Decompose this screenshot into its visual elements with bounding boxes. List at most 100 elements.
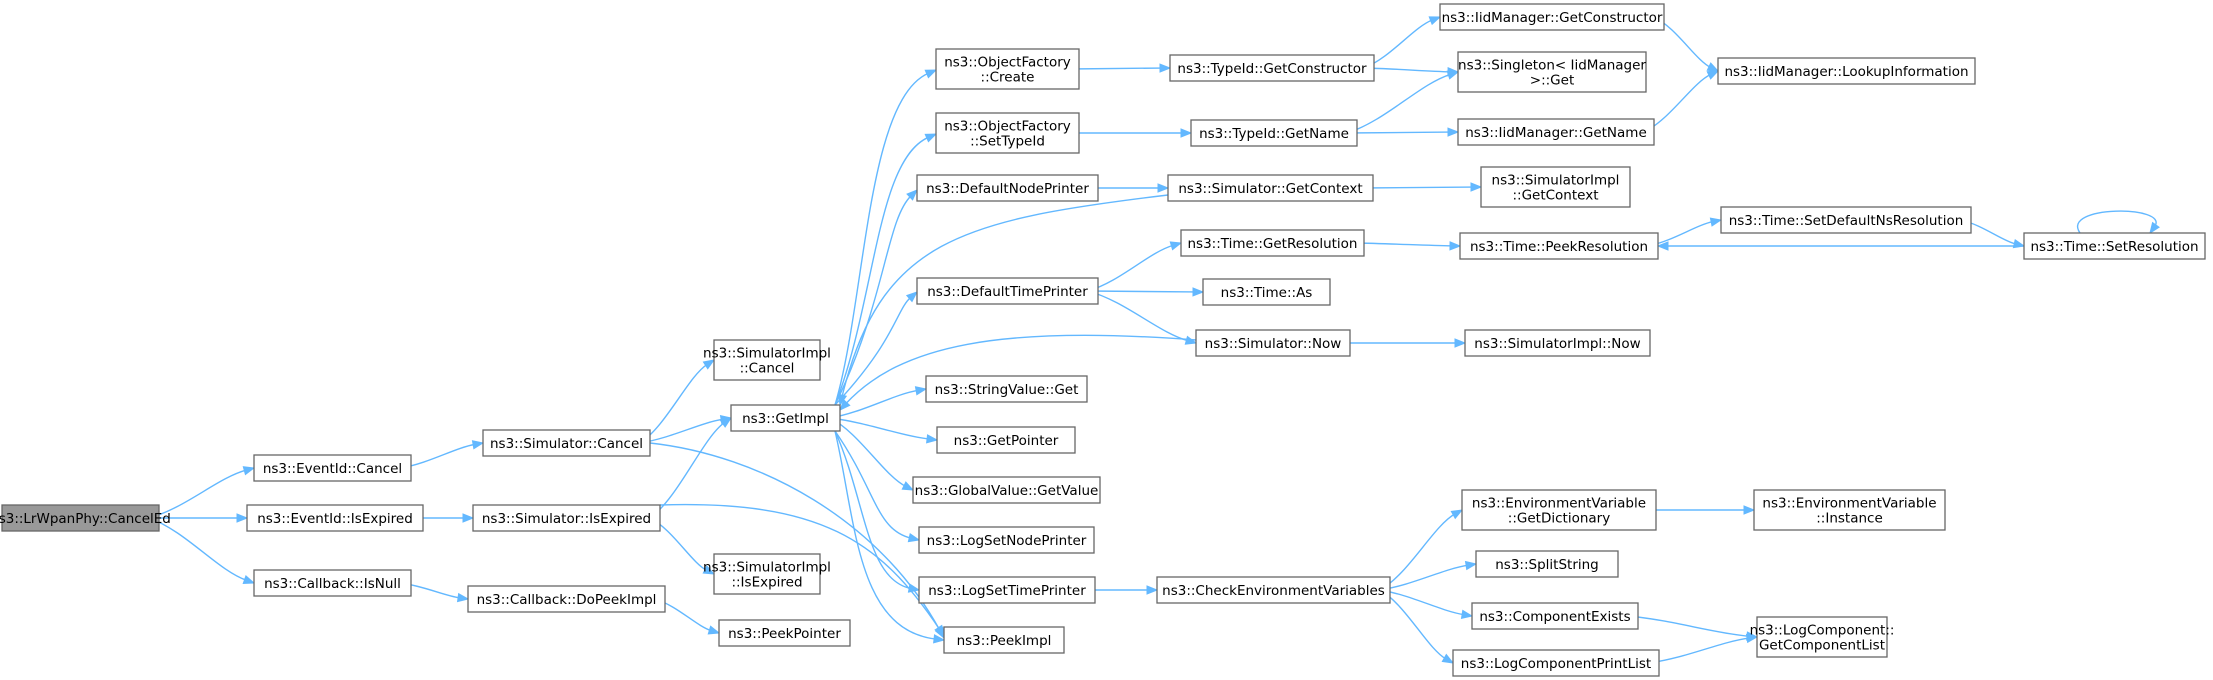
call-edge-line <box>1087 244 1174 292</box>
graph-node-ns3-environmentvariable-instance[interactable]: ns3::EnvironmentVariable::Instance <box>1753 489 1946 531</box>
call-edge-arrowhead <box>1743 505 1756 515</box>
call-edge-line <box>834 195 912 406</box>
call-edge-line <box>844 334 1197 405</box>
graph-node-ns3-getpointer[interactable]: ns3::GetPointer <box>936 426 1076 454</box>
call-edge-timepeek-to-timesetdef <box>1647 217 1723 247</box>
graph-node-ns3-globalvalue-getvalue[interactable]: ns3::GlobalValue::GetValue <box>912 476 1101 504</box>
call-edge-arrowhead <box>907 583 921 593</box>
graph-node-ns3-objectfactory-create[interactable]: ns3::ObjectFactory::Create <box>935 48 1080 90</box>
graph-node-ns3-logsetnodeprinter[interactable]: ns3::LogSetNodePrinter <box>918 526 1095 554</box>
graph-node-ns3-simulator-isexpired[interactable]: ns3::Simulator::IsExpired <box>472 504 661 532</box>
graph-node-ns3-lrwpanphy-canceled[interactable]: ns3::LrWpanPhy::CancelEd <box>0 504 171 532</box>
call-edge-line <box>834 430 912 539</box>
graph-node-ns3-checkenvironmentvariables[interactable]: ns3::CheckEnvironmentVariables <box>1156 576 1391 604</box>
graph-node-ns3-typeid-getconstructor[interactable]: ns3::TypeId::GetConstructor <box>1169 54 1375 82</box>
graph-node-ns3-peekpointer[interactable]: ns3::PeekPointer <box>718 619 851 647</box>
call-edge-getimpl-to-ofsettype <box>834 133 938 406</box>
graph-node-label: ns3::Simulator::Cancel <box>490 436 643 452</box>
graph-node-box <box>912 476 1101 504</box>
graph-node-box <box>467 585 666 613</box>
graph-node-box <box>1167 174 1374 202</box>
graph-node-ns3-time-setdefaultnsresolution[interactable]: ns3::Time::SetDefaultNsResolution <box>1720 206 1972 234</box>
graph-node-label: ns3::LogSetTimePrinter <box>928 583 1086 599</box>
call-edge-arrowhead <box>1441 653 1455 664</box>
graph-node-label: ns3::IidManager::GetConstructor <box>1442 10 1663 26</box>
graph-node-box <box>936 426 1076 454</box>
graph-node-box <box>1464 329 1651 357</box>
graph-node-ns3-simulatorimpl-getcontext[interactable]: ns3::SimulatorImpl::GetContext <box>1480 166 1631 208</box>
call-edge-arrowhead <box>456 592 470 603</box>
graph-node-ns3-typeid-getname[interactable]: ns3::TypeId::GetName <box>1190 119 1358 147</box>
graph-node-ns3-simulator-cancel[interactable]: ns3::Simulator::Cancel <box>482 429 651 457</box>
call-edge-getimpl-to-ofcreate <box>834 69 938 406</box>
call-edge-line <box>1087 290 1189 342</box>
graph-node-ns3-defaultnodeprinter[interactable]: ns3::DefaultNodePrinter <box>916 174 1099 202</box>
graph-node-label: ns3::EventId::Cancel <box>263 461 402 477</box>
graph-node-ns3-singleton-iidmanager-get[interactable]: ns3::Singleton< IidManager >::Get <box>1457 51 1647 93</box>
graph-node-ns3-simulatorimpl-cancel[interactable]: ns3::SimulatorImpl::Cancel <box>703 339 831 381</box>
call-edge-tidctor-to-iidctor <box>1363 16 1442 69</box>
graph-node-box <box>918 526 1095 554</box>
call-edge-line <box>2076 210 2157 234</box>
call-edge-line <box>834 296 912 406</box>
call-edge-arrowhead <box>1146 585 1159 595</box>
graph-node-ns3-callback-isnull[interactable]: ns3::Callback::IsNull <box>253 569 412 597</box>
graph-node-label: ns3::EnvironmentVariable <box>1762 496 1936 512</box>
graph-node-box <box>1202 278 1331 306</box>
graph-node-ns3-eventid-cancel[interactable]: ns3::EventId::Cancel <box>253 454 412 482</box>
graph-node-box <box>1461 489 1657 531</box>
graph-node-ns3-logsettimeprinter[interactable]: ns3::LogSetTimePrinter <box>918 576 1096 604</box>
graph-node-ns3-callback-dopeekimpl[interactable]: ns3::Callback::DoPeekImpl <box>467 585 666 613</box>
graph-node-box <box>1480 166 1631 208</box>
graph-node-ns3-eventid-isexpired[interactable]: ns3::EventId::IsExpired <box>246 504 424 532</box>
graph-node-ns3-componentexists[interactable]: ns3::ComponentExists <box>1471 602 1639 630</box>
graph-node-ns3-time-as[interactable]: ns3::Time::As <box>1202 278 1331 306</box>
graph-node-ns3-time-setresolution[interactable]: ns3::Time::SetResolution <box>2023 232 2206 260</box>
graph-node-box <box>1720 206 1972 234</box>
call-edge-evcancel-to-simcancel <box>400 440 485 469</box>
graph-node-ns3-logcomponentprintlist[interactable]: ns3::LogComponentPrintList <box>1452 649 1660 677</box>
call-edge-arrowhead <box>905 291 919 303</box>
graph-node-ns3-peekimpl[interactable]: ns3::PeekImpl <box>943 626 1065 654</box>
call-edge-arrowhead <box>242 575 256 584</box>
graph-node-box <box>482 429 651 457</box>
graph-node-ns3-simulator-getcontext[interactable]: ns3::Simulator::GetContext <box>1167 174 1374 202</box>
graph-node-ns3-simulator-now[interactable]: ns3::Simulator::Now <box>1195 329 1351 357</box>
graph-node-label: ns3::LogComponent:: <box>1750 623 1895 639</box>
graph-node-box <box>925 375 1088 403</box>
call-edge-arrowhead <box>1180 128 1193 138</box>
graph-node-ns3-splitstring[interactable]: ns3::SplitString <box>1475 550 1619 578</box>
graph-node-ns3-environmentvariable-getdictionary[interactable]: ns3::EnvironmentVariable::GetDictionary <box>1461 489 1657 531</box>
graph-node-box <box>1156 576 1391 604</box>
call-edge-arrowhead <box>1157 183 1170 193</box>
call-edge-arrowhead <box>933 634 946 644</box>
call-edge-line <box>1379 564 1469 591</box>
call-edge-line <box>1379 589 1465 616</box>
graph-node-label: ns3::Simulator::Now <box>1205 336 1342 352</box>
graph-node-ns3-iidmanager-getname[interactable]: ns3::IidManager::GetName <box>1457 118 1655 146</box>
graph-node-ns3-defaulttimeprinter[interactable]: ns3::DefaultTimePrinter <box>916 277 1099 305</box>
graph-node-ns3-iidmanager-getconstructor[interactable]: ns3::IidManager::GetConstructor <box>1439 3 1665 31</box>
graph-node-ns3-objectfactory-settypeid[interactable]: ns3::ObjectFactory::SetTypeId <box>935 112 1080 154</box>
call-edge-line <box>1362 186 1474 189</box>
graph-node-label: ns3::SimulatorImpl <box>1492 173 1620 189</box>
graph-node-ns3-simulatorimpl-now[interactable]: ns3::SimulatorImpl::Now <box>1464 329 1651 357</box>
call-edge-arrowhead <box>924 133 938 143</box>
graph-node-ns3-iidmanager-lookupinformation[interactable]: ns3::IidManager::LookupInformation <box>1717 57 1976 85</box>
graph-node-ns3-logcomponent-getcomponentlist[interactable]: ns3::LogComponent::GetComponentList <box>1750 616 1895 658</box>
graph-node-label: ns3::Callback::DoPeekImpl <box>477 592 657 608</box>
graph-node-label: ns3::GetPointer <box>954 433 1059 449</box>
graph-node-label: >::Get <box>1530 73 1574 89</box>
call-edge-arrowhead <box>1192 287 1205 297</box>
graph-node-box <box>1471 602 1639 630</box>
graph-node-ns3-getimpl[interactable]: ns3::GetImpl <box>730 404 841 432</box>
graph-node-ns3-time-getresolution[interactable]: ns3::Time::GetResolution <box>1180 229 1365 257</box>
graph-node-ns3-time-peekresolution[interactable]: ns3::Time::PeekResolution <box>1459 232 1659 260</box>
graph-node-box <box>253 569 412 597</box>
graph-node-box <box>916 277 1099 305</box>
graph-node-ns3-simulatorimpl-isexpired[interactable]: ns3::SimulatorImpl::IsExpired <box>703 553 831 595</box>
call-edge-getimpl-to-lognode <box>834 430 921 543</box>
graph-node-label: ns3::GetImpl <box>742 411 829 427</box>
graph-node-ns3-stringvalue-get[interactable]: ns3::StringValue::Get <box>925 375 1088 403</box>
